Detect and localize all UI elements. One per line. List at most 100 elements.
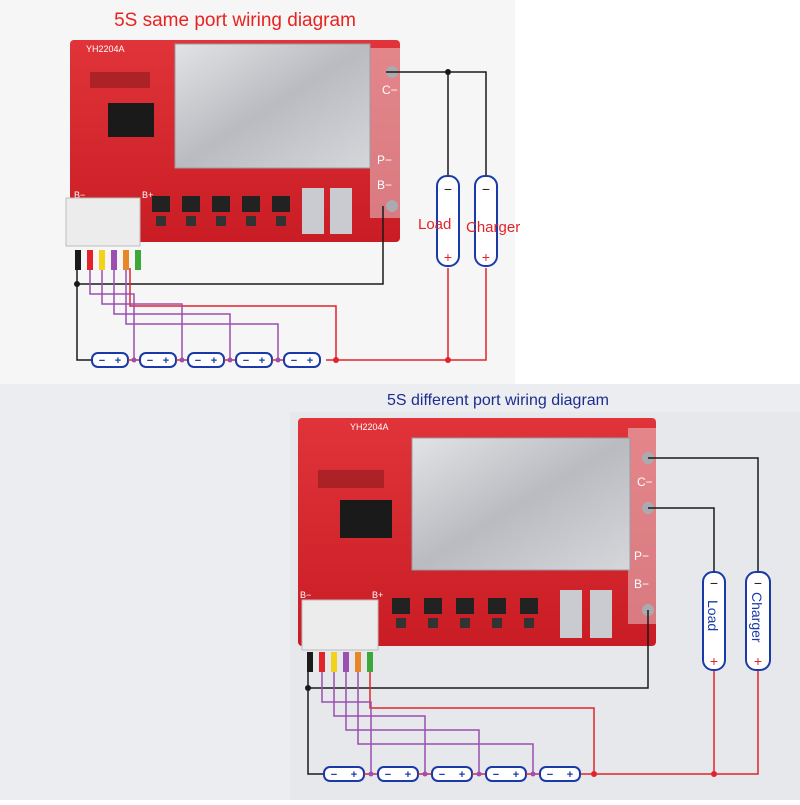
connector-lead <box>307 652 313 672</box>
top-port-b-label: B− <box>377 178 392 192</box>
top-load-body <box>436 175 460 267</box>
balance-tap-wire <box>125 270 279 360</box>
mosfet-small <box>156 216 166 226</box>
connector-lead <box>331 652 337 672</box>
battery-cell <box>139 352 177 368</box>
bottom-shunt-1 <box>560 590 582 638</box>
top-charger-minus: − <box>482 181 490 197</box>
mosfet-small <box>246 216 256 226</box>
connector-lead <box>135 250 141 270</box>
cell-minus-sign: − <box>291 355 297 367</box>
cell-tap-junction <box>179 357 185 363</box>
connector-lead <box>355 652 361 672</box>
bottom-board-label: YH2204A <box>350 422 389 432</box>
bottom-port-b-label: B− <box>634 577 649 591</box>
cell-minus-sign: − <box>493 769 499 781</box>
bottom-wire-pminus-load <box>648 507 715 572</box>
cell-tap-junction <box>131 357 137 363</box>
bottom-balance-connector <box>301 599 379 651</box>
top-pad-b <box>386 200 398 212</box>
mosfet-chip <box>424 598 442 614</box>
bottom-ic-chip <box>340 500 392 538</box>
cell-tap-junction <box>227 357 233 363</box>
mosfet-chip <box>212 196 230 212</box>
top-charger: − + Charger <box>466 175 520 267</box>
top-wire-pack-plus-charger <box>326 268 487 361</box>
balance-tap-wire <box>89 270 135 360</box>
battery-cell <box>91 352 129 368</box>
cell-tap-junction <box>275 357 281 363</box>
balance-tap-wire <box>101 270 183 360</box>
mosfet-chip <box>520 598 538 614</box>
bottom-connector-leads <box>307 652 373 672</box>
bottom-junction-b <box>305 685 311 691</box>
connector-lead <box>111 250 117 270</box>
connector-lead <box>75 250 81 270</box>
bottom-wire-bminus <box>308 610 649 689</box>
top-wire-bminus <box>77 206 384 285</box>
bottom-wire-pack-plus-charger <box>580 670 759 775</box>
cell-plus-sign: + <box>567 769 573 781</box>
bottom-junction-plus <box>591 771 597 777</box>
bottom-charger-label: Charger <box>749 592 765 643</box>
bottom-balance-purple-wires <box>321 672 534 774</box>
balance-tap-wire <box>113 270 231 360</box>
mosfet-small <box>460 618 470 628</box>
top-ic-chip <box>108 103 154 137</box>
cell-plus-sign: + <box>351 769 357 781</box>
top-charger-body <box>474 175 498 267</box>
cell-minus-sign: − <box>385 769 391 781</box>
top-bplus-label: B+ <box>142 190 153 200</box>
cell-minus-sign: − <box>439 769 445 781</box>
top-junction-b <box>74 281 80 287</box>
bottom-bminus-label: B− <box>300 590 311 600</box>
top-bminus-label: B− <box>74 190 85 200</box>
top-battery-cells: −+−+−+−+−+ <box>91 352 321 368</box>
bottom-mosfet-row <box>392 598 538 628</box>
top-port-p-label: P− <box>377 153 392 167</box>
bottom-charger-minus: − <box>754 575 762 591</box>
top-wires <box>74 69 487 363</box>
connector-lead <box>123 250 129 270</box>
bottom-load: − + Load <box>702 571 726 671</box>
top-heatsink <box>174 43 371 169</box>
cell-plus-sign: + <box>513 769 519 781</box>
battery-cell <box>539 766 581 782</box>
mosfet-small <box>428 618 438 628</box>
battery-cell <box>187 352 225 368</box>
mosfet-chip <box>456 598 474 614</box>
mosfet-chip <box>182 196 200 212</box>
top-balance-purple-wires <box>89 270 279 360</box>
mosfet-small <box>216 216 226 226</box>
balance-tap-wire <box>357 672 534 774</box>
bottom-wire-cminus-charger <box>648 457 759 572</box>
top-charger-plus: + <box>482 249 490 265</box>
cell-plus-sign: + <box>459 769 465 781</box>
bottom-wires <box>305 457 759 777</box>
mosfet-chip <box>272 196 290 212</box>
connector-lead <box>367 652 373 672</box>
battery-cell <box>235 352 273 368</box>
mosfet-small <box>396 618 406 628</box>
mosfet-chip <box>152 196 170 212</box>
bottom-wire-balance-red <box>369 672 595 774</box>
top-shunt-2 <box>330 188 352 234</box>
balance-tap-wire <box>333 672 426 774</box>
bottom-port-p-label: P− <box>634 549 649 563</box>
bottom-load-minus: − <box>710 575 718 591</box>
cell-plus-sign: + <box>307 355 313 367</box>
cell-tap-junction <box>368 771 374 777</box>
cell-plus-sign: + <box>163 355 169 367</box>
top-connector-leads <box>75 250 141 270</box>
top-port-c-label: C− <box>382 83 398 97</box>
connector-lead <box>87 250 93 270</box>
top-wire-balance-black <box>76 268 92 361</box>
mosfet-chip <box>392 598 410 614</box>
top-resistor-bank <box>90 72 150 88</box>
cell-minus-sign: − <box>243 355 249 367</box>
cell-minus-sign: − <box>195 355 201 367</box>
top-board-label: YH2204A <box>86 44 125 54</box>
cell-tap-junction <box>530 771 536 777</box>
